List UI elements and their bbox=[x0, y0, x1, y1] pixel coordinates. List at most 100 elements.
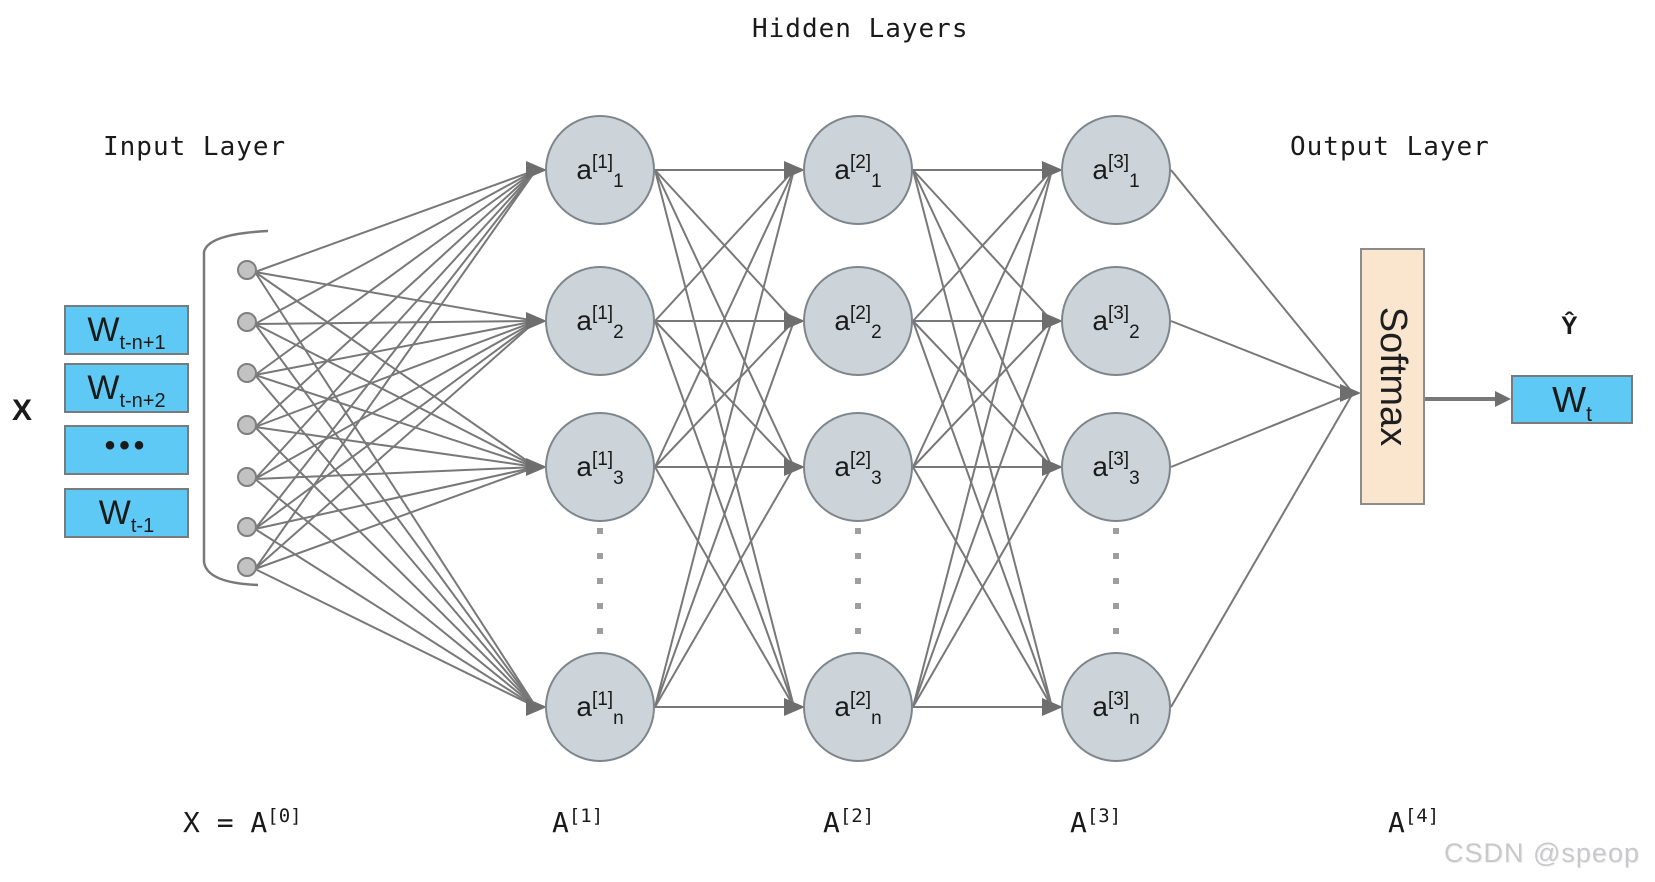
input-node-circle bbox=[237, 260, 257, 280]
ellipsis-label: ••• bbox=[104, 429, 149, 462]
input-node-circle bbox=[237, 557, 257, 577]
input-node-circle bbox=[237, 415, 257, 435]
node-label: a[1]2 bbox=[576, 303, 624, 343]
arrowhead bbox=[526, 312, 547, 330]
layer-notation-1: A[1] bbox=[552, 805, 604, 839]
layer-notation-0: X = A[0] bbox=[183, 805, 302, 839]
arrowhead bbox=[1042, 458, 1063, 476]
hidden-node-a2-2: a[2]2 bbox=[803, 266, 913, 376]
ellipsis-dot bbox=[855, 603, 861, 609]
ellipsis-dot bbox=[597, 603, 603, 609]
input-box-w-t-n+1: Wt-n+1 bbox=[64, 305, 189, 355]
connection-line bbox=[254, 426, 537, 708]
connection-line bbox=[254, 169, 537, 376]
connection-line bbox=[254, 323, 537, 468]
word-label: Wt-1 bbox=[98, 493, 155, 537]
ellipsis-dot bbox=[855, 578, 861, 584]
arrowhead bbox=[784, 698, 805, 716]
connection-line bbox=[912, 169, 1053, 468]
hidden-node-a3-2: a[3]2 bbox=[1061, 266, 1171, 376]
connection-line bbox=[254, 169, 537, 480]
node-label: a[2]2 bbox=[834, 303, 882, 343]
arrowhead bbox=[526, 458, 547, 476]
connection-line bbox=[254, 169, 537, 570]
output-box-wt: Wt bbox=[1511, 375, 1633, 426]
node-label: a[2]3 bbox=[834, 449, 882, 489]
connection-line bbox=[254, 320, 537, 428]
connection-line bbox=[654, 169, 795, 322]
connection-line bbox=[254, 169, 537, 273]
input-node-circle bbox=[237, 363, 257, 383]
arrowhead bbox=[526, 698, 547, 716]
connection-line bbox=[912, 320, 1053, 708]
ellipsis-dot bbox=[1113, 628, 1119, 634]
softmax-box: Softmax bbox=[1360, 248, 1425, 505]
connection-line bbox=[254, 466, 537, 480]
node-label: a[3]2 bbox=[1092, 303, 1140, 343]
connection-line bbox=[254, 320, 537, 480]
node-label: a[1]3 bbox=[576, 449, 624, 489]
hidden-node-a3-n: a[3]n bbox=[1061, 652, 1171, 762]
node-label: a[1]n bbox=[576, 689, 624, 729]
arrowhead bbox=[1042, 698, 1063, 716]
input-node-circle bbox=[237, 312, 257, 332]
word-label: Wt bbox=[1552, 378, 1592, 426]
hidden-node-a1-2: a[1]2 bbox=[545, 266, 655, 376]
hidden-node-a2-3: a[2]3 bbox=[803, 412, 913, 522]
connection-line bbox=[912, 466, 1053, 708]
connection-line bbox=[912, 169, 1053, 708]
connection-line bbox=[1170, 392, 1354, 468]
layer-notation-3: A[3] bbox=[1070, 805, 1122, 839]
y-hat-label: Ŷ bbox=[1561, 312, 1578, 340]
connection-line bbox=[254, 374, 537, 468]
ellipsis-dot bbox=[597, 528, 603, 534]
connection-line bbox=[254, 169, 537, 325]
ellipsis-dot bbox=[855, 528, 861, 534]
connection-line bbox=[654, 169, 795, 468]
input-box-w-t-1: Wt-1 bbox=[64, 488, 189, 538]
arrowhead bbox=[784, 161, 805, 179]
connection-line bbox=[654, 466, 795, 708]
input-bracket bbox=[202, 229, 269, 587]
connection-line bbox=[912, 320, 1053, 468]
node-label: a[3]1 bbox=[1092, 152, 1140, 192]
arrowhead bbox=[784, 312, 805, 330]
hidden-node-a2-1: a[2]1 bbox=[803, 115, 913, 225]
arrowhead bbox=[1042, 161, 1063, 179]
connection-line bbox=[254, 323, 537, 708]
x-input-label: X bbox=[12, 394, 33, 427]
ellipsis-dot bbox=[1113, 553, 1119, 559]
input-node-circle bbox=[237, 467, 257, 487]
hidden-node-a3-3: a[3]3 bbox=[1061, 412, 1171, 522]
connection-line bbox=[254, 271, 537, 708]
connection-line bbox=[254, 478, 537, 708]
arrowhead bbox=[784, 458, 805, 476]
ellipsis-dot bbox=[855, 628, 861, 634]
layer-notation-2: A[2] bbox=[823, 805, 875, 839]
connection-line bbox=[254, 320, 537, 530]
input-layer-caption: Input Layer bbox=[103, 132, 287, 162]
hidden-node-a2-n: a[2]n bbox=[803, 652, 913, 762]
arrowhead bbox=[526, 161, 547, 179]
ellipsis-dot bbox=[597, 628, 603, 634]
layer-notation-4: A[4] bbox=[1388, 805, 1440, 839]
connection-line bbox=[654, 320, 795, 708]
node-label: a[1]1 bbox=[576, 152, 624, 192]
connection-line bbox=[254, 466, 537, 570]
hidden-node-a1-n: a[1]n bbox=[545, 652, 655, 762]
page-title: Hidden Layers bbox=[752, 14, 969, 44]
ellipsis-dot bbox=[1113, 603, 1119, 609]
input-box-ellipsis: ••• bbox=[64, 425, 189, 475]
connection-line bbox=[254, 528, 537, 708]
connection-line bbox=[654, 320, 795, 468]
ellipsis-dot bbox=[597, 578, 603, 584]
hidden-node-a1-1: a[1]1 bbox=[545, 115, 655, 225]
connection-line bbox=[254, 320, 537, 325]
connection-line bbox=[254, 426, 537, 468]
hidden-node-a1-3: a[1]3 bbox=[545, 412, 655, 522]
ellipsis-dot bbox=[1113, 578, 1119, 584]
arrowhead bbox=[1495, 391, 1511, 407]
connection-line bbox=[1170, 320, 1354, 394]
